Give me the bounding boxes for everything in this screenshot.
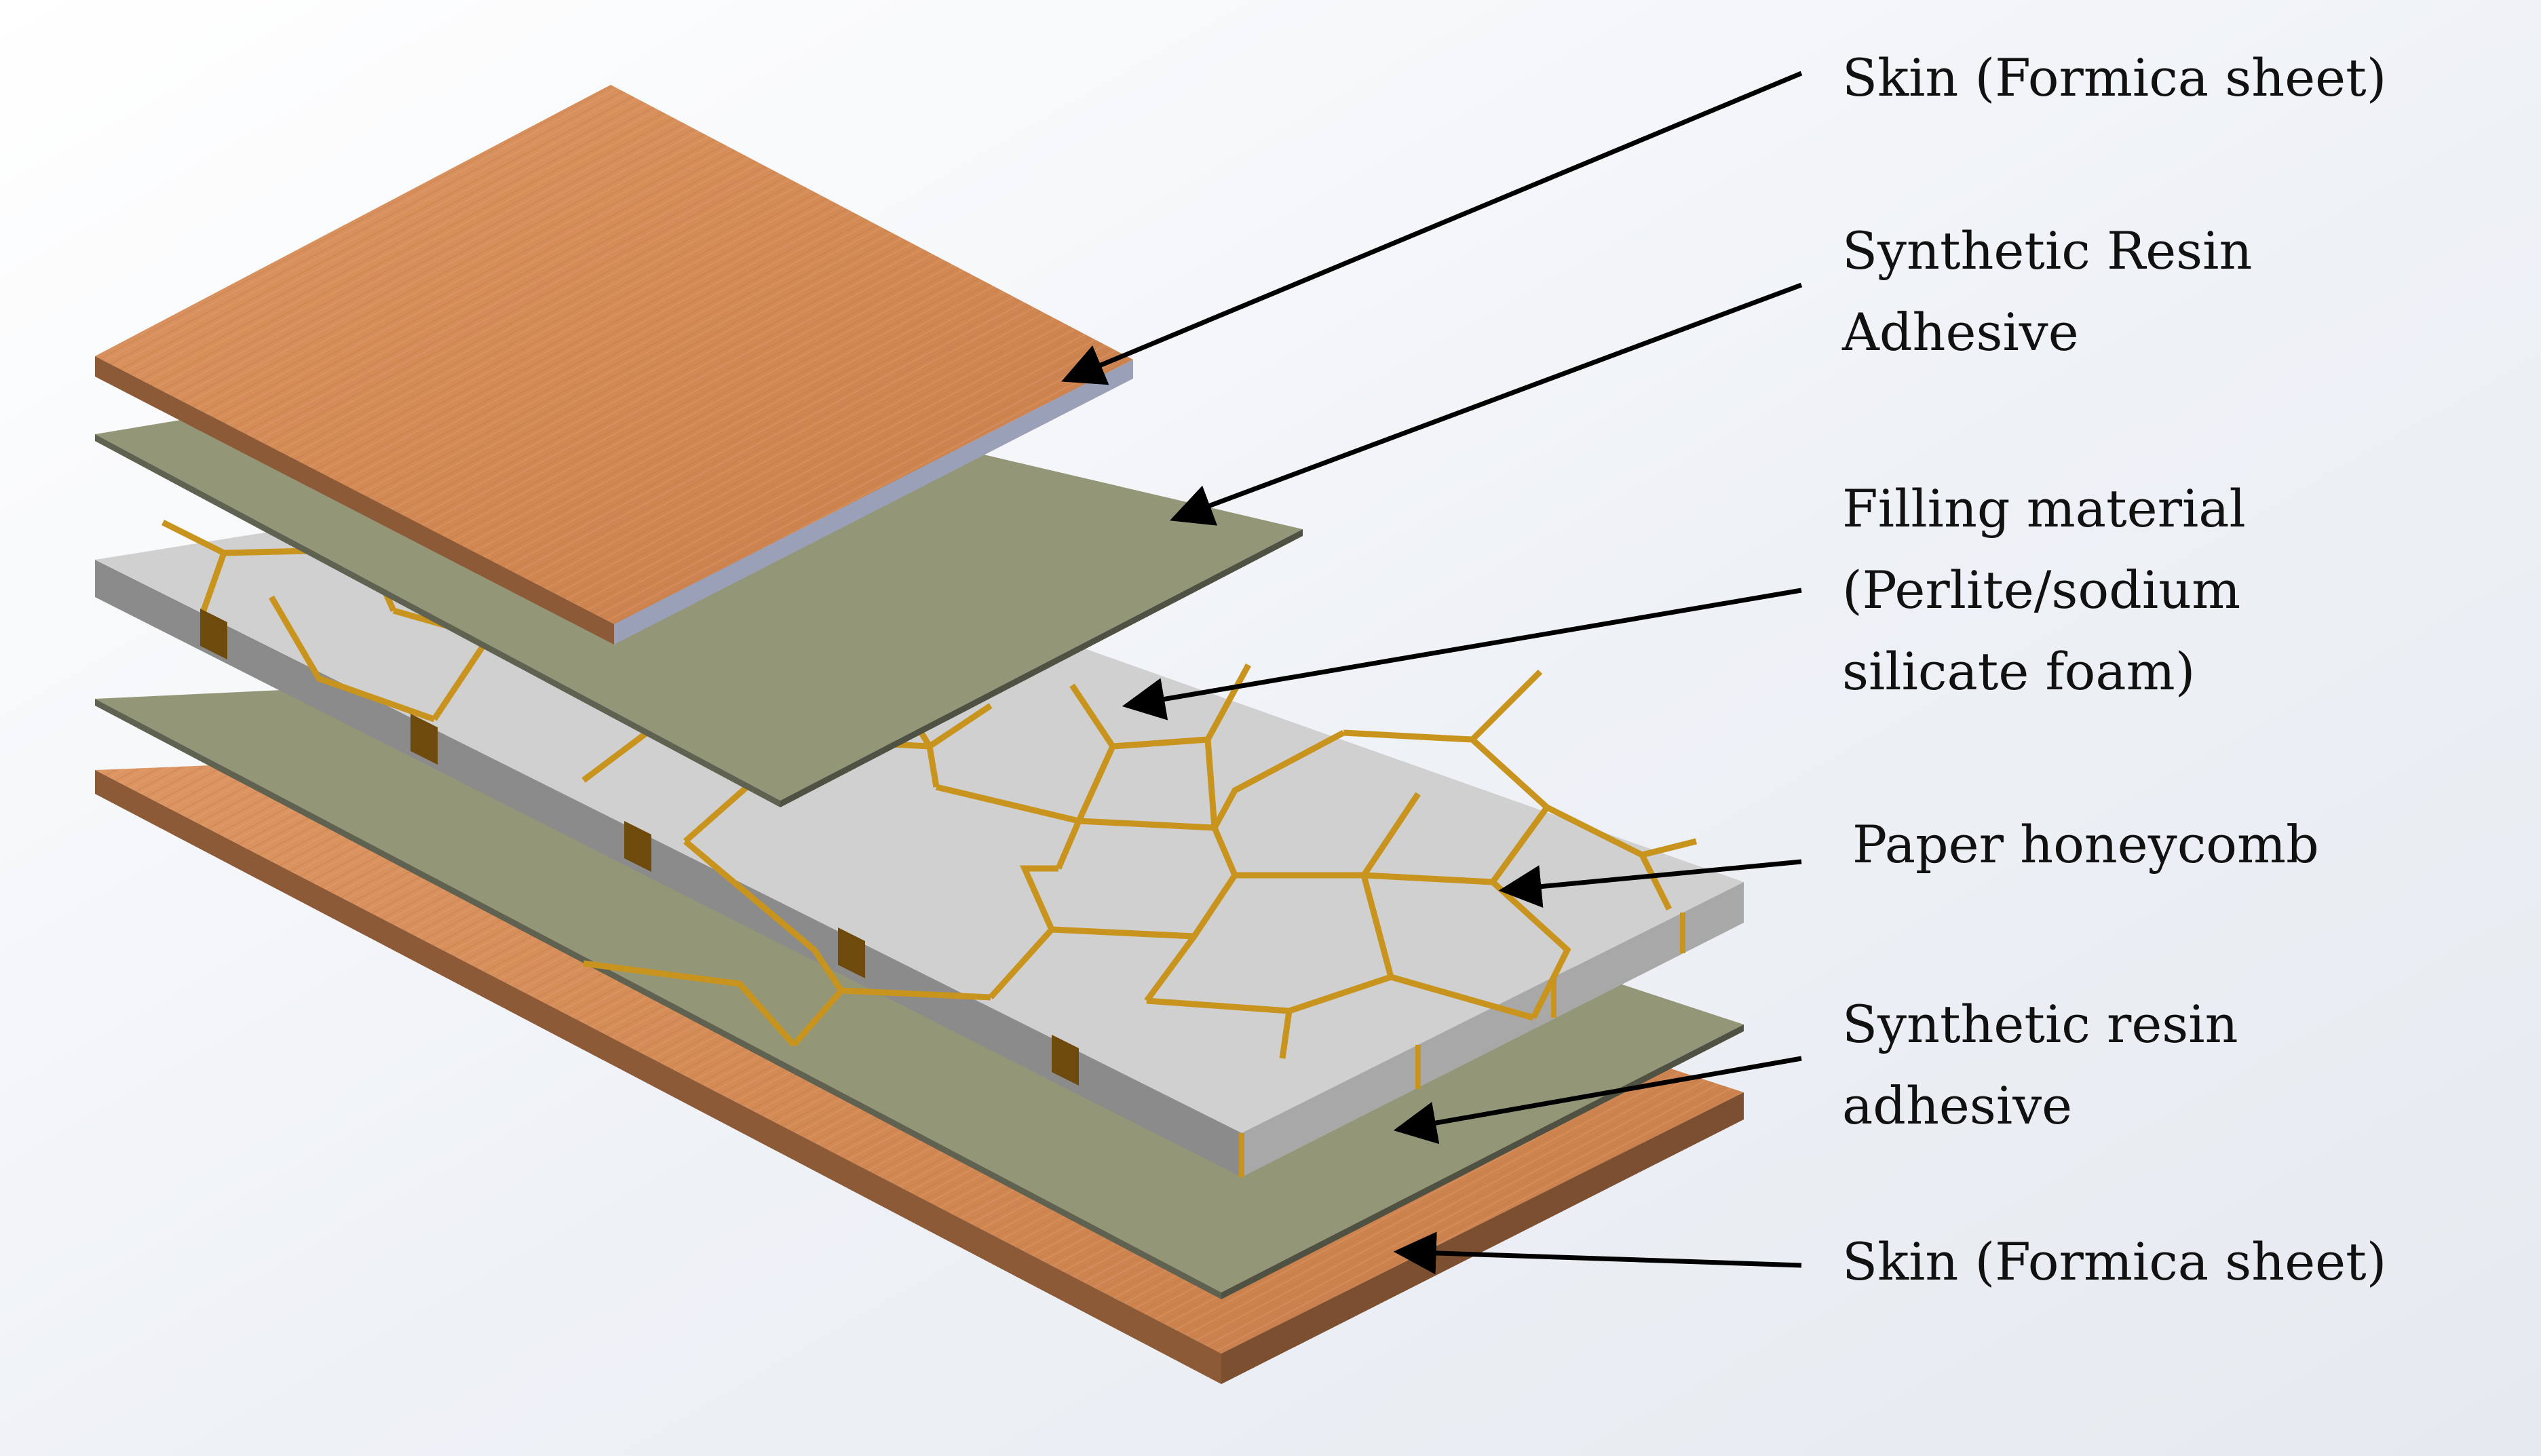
label-resin-top: Synthetic Resin Adhesive [1842, 210, 2252, 373]
label-line: Synthetic resin [1842, 994, 2238, 1054]
label-skin-bottom: Skin (Formica sheet) [1842, 1221, 2386, 1303]
arrow-filling [1122, 588, 1802, 721]
arrow-resin-top [1170, 282, 1803, 526]
label-line: Skin (Formica sheet) [1842, 47, 2387, 108]
label-skin-top: Skin (Formica sheet) [1842, 37, 2386, 119]
label-line: (Perlite/sodium [1842, 560, 2241, 620]
label-line: Paper honeycomb [1852, 814, 2319, 875]
label-line: silicate foam) [1842, 641, 2196, 702]
label-line: Skin (Formica sheet) [1842, 1231, 2387, 1292]
arrow-resin-bottom [1393, 1056, 1802, 1145]
arrow-skin-top [1061, 71, 1803, 385]
label-line: adhesive [1842, 1075, 2073, 1136]
honeycomb-edge-strips [200, 609, 1079, 1086]
label-line: Synthetic Resin [1842, 221, 2253, 281]
arrow-honeycomb [1498, 859, 1802, 908]
label-line: Filling material [1842, 478, 2246, 539]
honeycomb-edge-lines [1239, 913, 1685, 1177]
label-honeycomb: Paper honeycomb [1852, 804, 2319, 885]
label-filling: Filling material (Perlite/sodium silicat… [1842, 468, 2246, 712]
top-skin-layer [95, 85, 1133, 645]
arrow-skin-bottom [1393, 1231, 1802, 1275]
label-resin-bottom: Synthetic resin adhesive [1842, 984, 2238, 1147]
leader-arrows [1061, 71, 1803, 1275]
label-line: Adhesive [1842, 302, 2079, 362]
